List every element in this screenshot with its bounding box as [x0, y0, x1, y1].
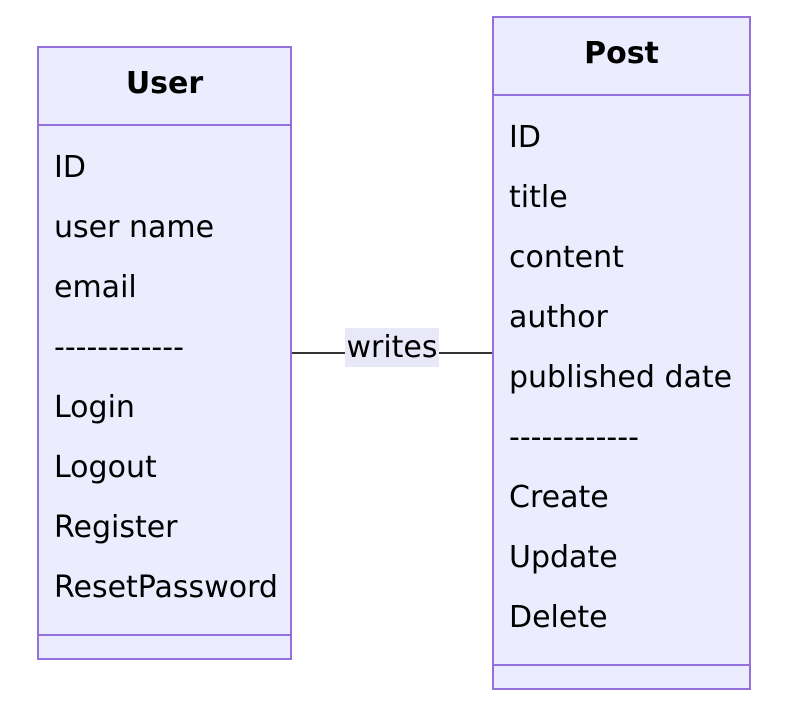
attribute-item: ID — [509, 120, 541, 155]
class-title-post: Post — [584, 36, 659, 71]
attribute-item: email — [54, 270, 137, 305]
method-item: Create — [509, 480, 609, 515]
method-item: Register — [54, 510, 178, 545]
class-header-divider — [39, 124, 290, 126]
class-title-user: User — [125, 66, 204, 101]
attribute-separator: ------------ — [509, 420, 639, 455]
attribute-item: ID — [54, 150, 86, 185]
method-item: Update — [509, 540, 618, 575]
class-box-post[interactable]: Post ID title content author published d… — [492, 16, 751, 690]
class-header-divider — [494, 94, 749, 96]
attribute-separator: ------------ — [54, 330, 184, 365]
method-item: Delete — [509, 600, 608, 635]
relationship-line-right — [439, 352, 492, 354]
attribute-item: content — [509, 240, 624, 275]
attribute-item: user name — [54, 210, 215, 245]
method-item: ResetPassword — [54, 570, 278, 605]
class-footer-divider — [494, 664, 749, 666]
attribute-item: title — [509, 180, 568, 215]
attribute-item: author — [509, 300, 608, 335]
method-item: Logout — [54, 450, 157, 485]
relationship-line-left — [292, 352, 345, 354]
class-box-user[interactable]: User ID user name email ------------ Log… — [37, 46, 292, 660]
method-item: Login — [54, 390, 135, 425]
attribute-item: published date — [509, 360, 733, 395]
relationship-label[interactable]: writes — [345, 328, 439, 367]
class-footer-divider — [39, 634, 290, 636]
